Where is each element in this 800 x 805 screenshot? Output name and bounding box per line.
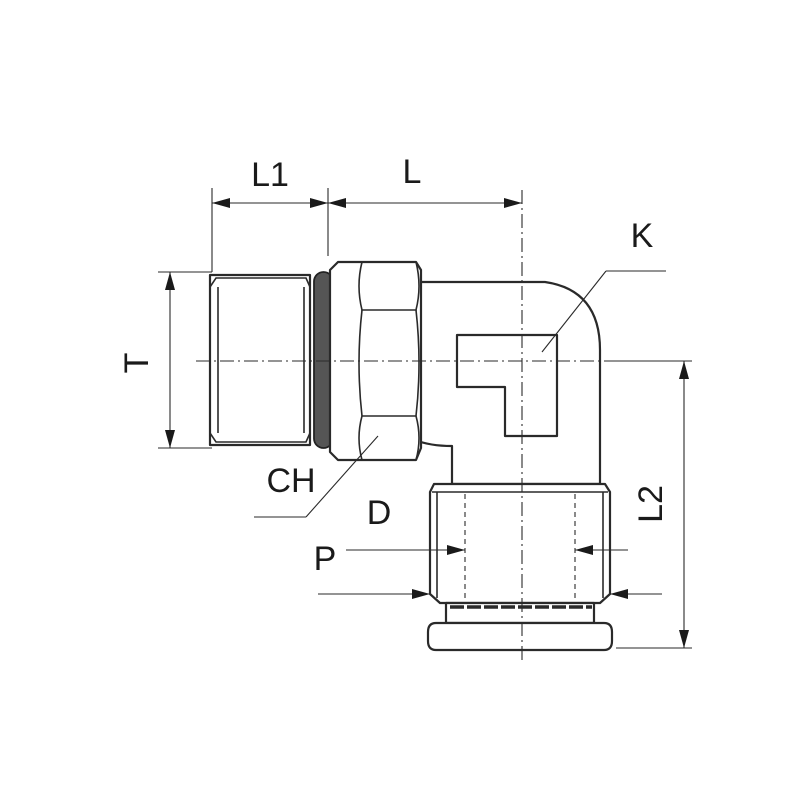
arrow-T-bottom — [165, 430, 175, 448]
arrow-L2-bottom — [679, 630, 689, 648]
push-in-sleeve — [428, 482, 612, 605]
label-L: L — [403, 153, 422, 191]
label-P: P — [314, 540, 337, 578]
arrow-L2-top — [679, 361, 689, 379]
arrow-L-right — [504, 198, 522, 208]
arrow-D-right — [610, 589, 628, 599]
arrow-L-left — [328, 198, 346, 208]
hex-face-top — [358, 261, 420, 311]
leader-CH — [305, 435, 379, 518]
arrow-D-left — [412, 589, 430, 599]
arrow-T-top — [165, 272, 175, 290]
arrow-L1-left — [212, 198, 230, 208]
label-CH: CH — [266, 462, 315, 500]
label-L2: L2 — [632, 485, 670, 523]
arrow-P-left — [447, 545, 465, 555]
release-collar — [426, 621, 614, 652]
leader-K — [541, 270, 607, 353]
hex-face-bottom — [358, 415, 420, 461]
thread-chamfer-top — [209, 277, 311, 288]
hex-face-middle — [358, 309, 420, 417]
internal-passage — [455, 333, 559, 438]
label-K: K — [631, 217, 654, 255]
label-D: D — [367, 494, 392, 532]
label-L1: L1 — [251, 156, 289, 194]
thread-chamfer-bottom — [209, 432, 311, 443]
arrow-P-right — [575, 545, 593, 555]
arrow-L1-right — [310, 198, 328, 208]
threaded-end — [208, 273, 312, 447]
label-T: T — [118, 353, 156, 374]
